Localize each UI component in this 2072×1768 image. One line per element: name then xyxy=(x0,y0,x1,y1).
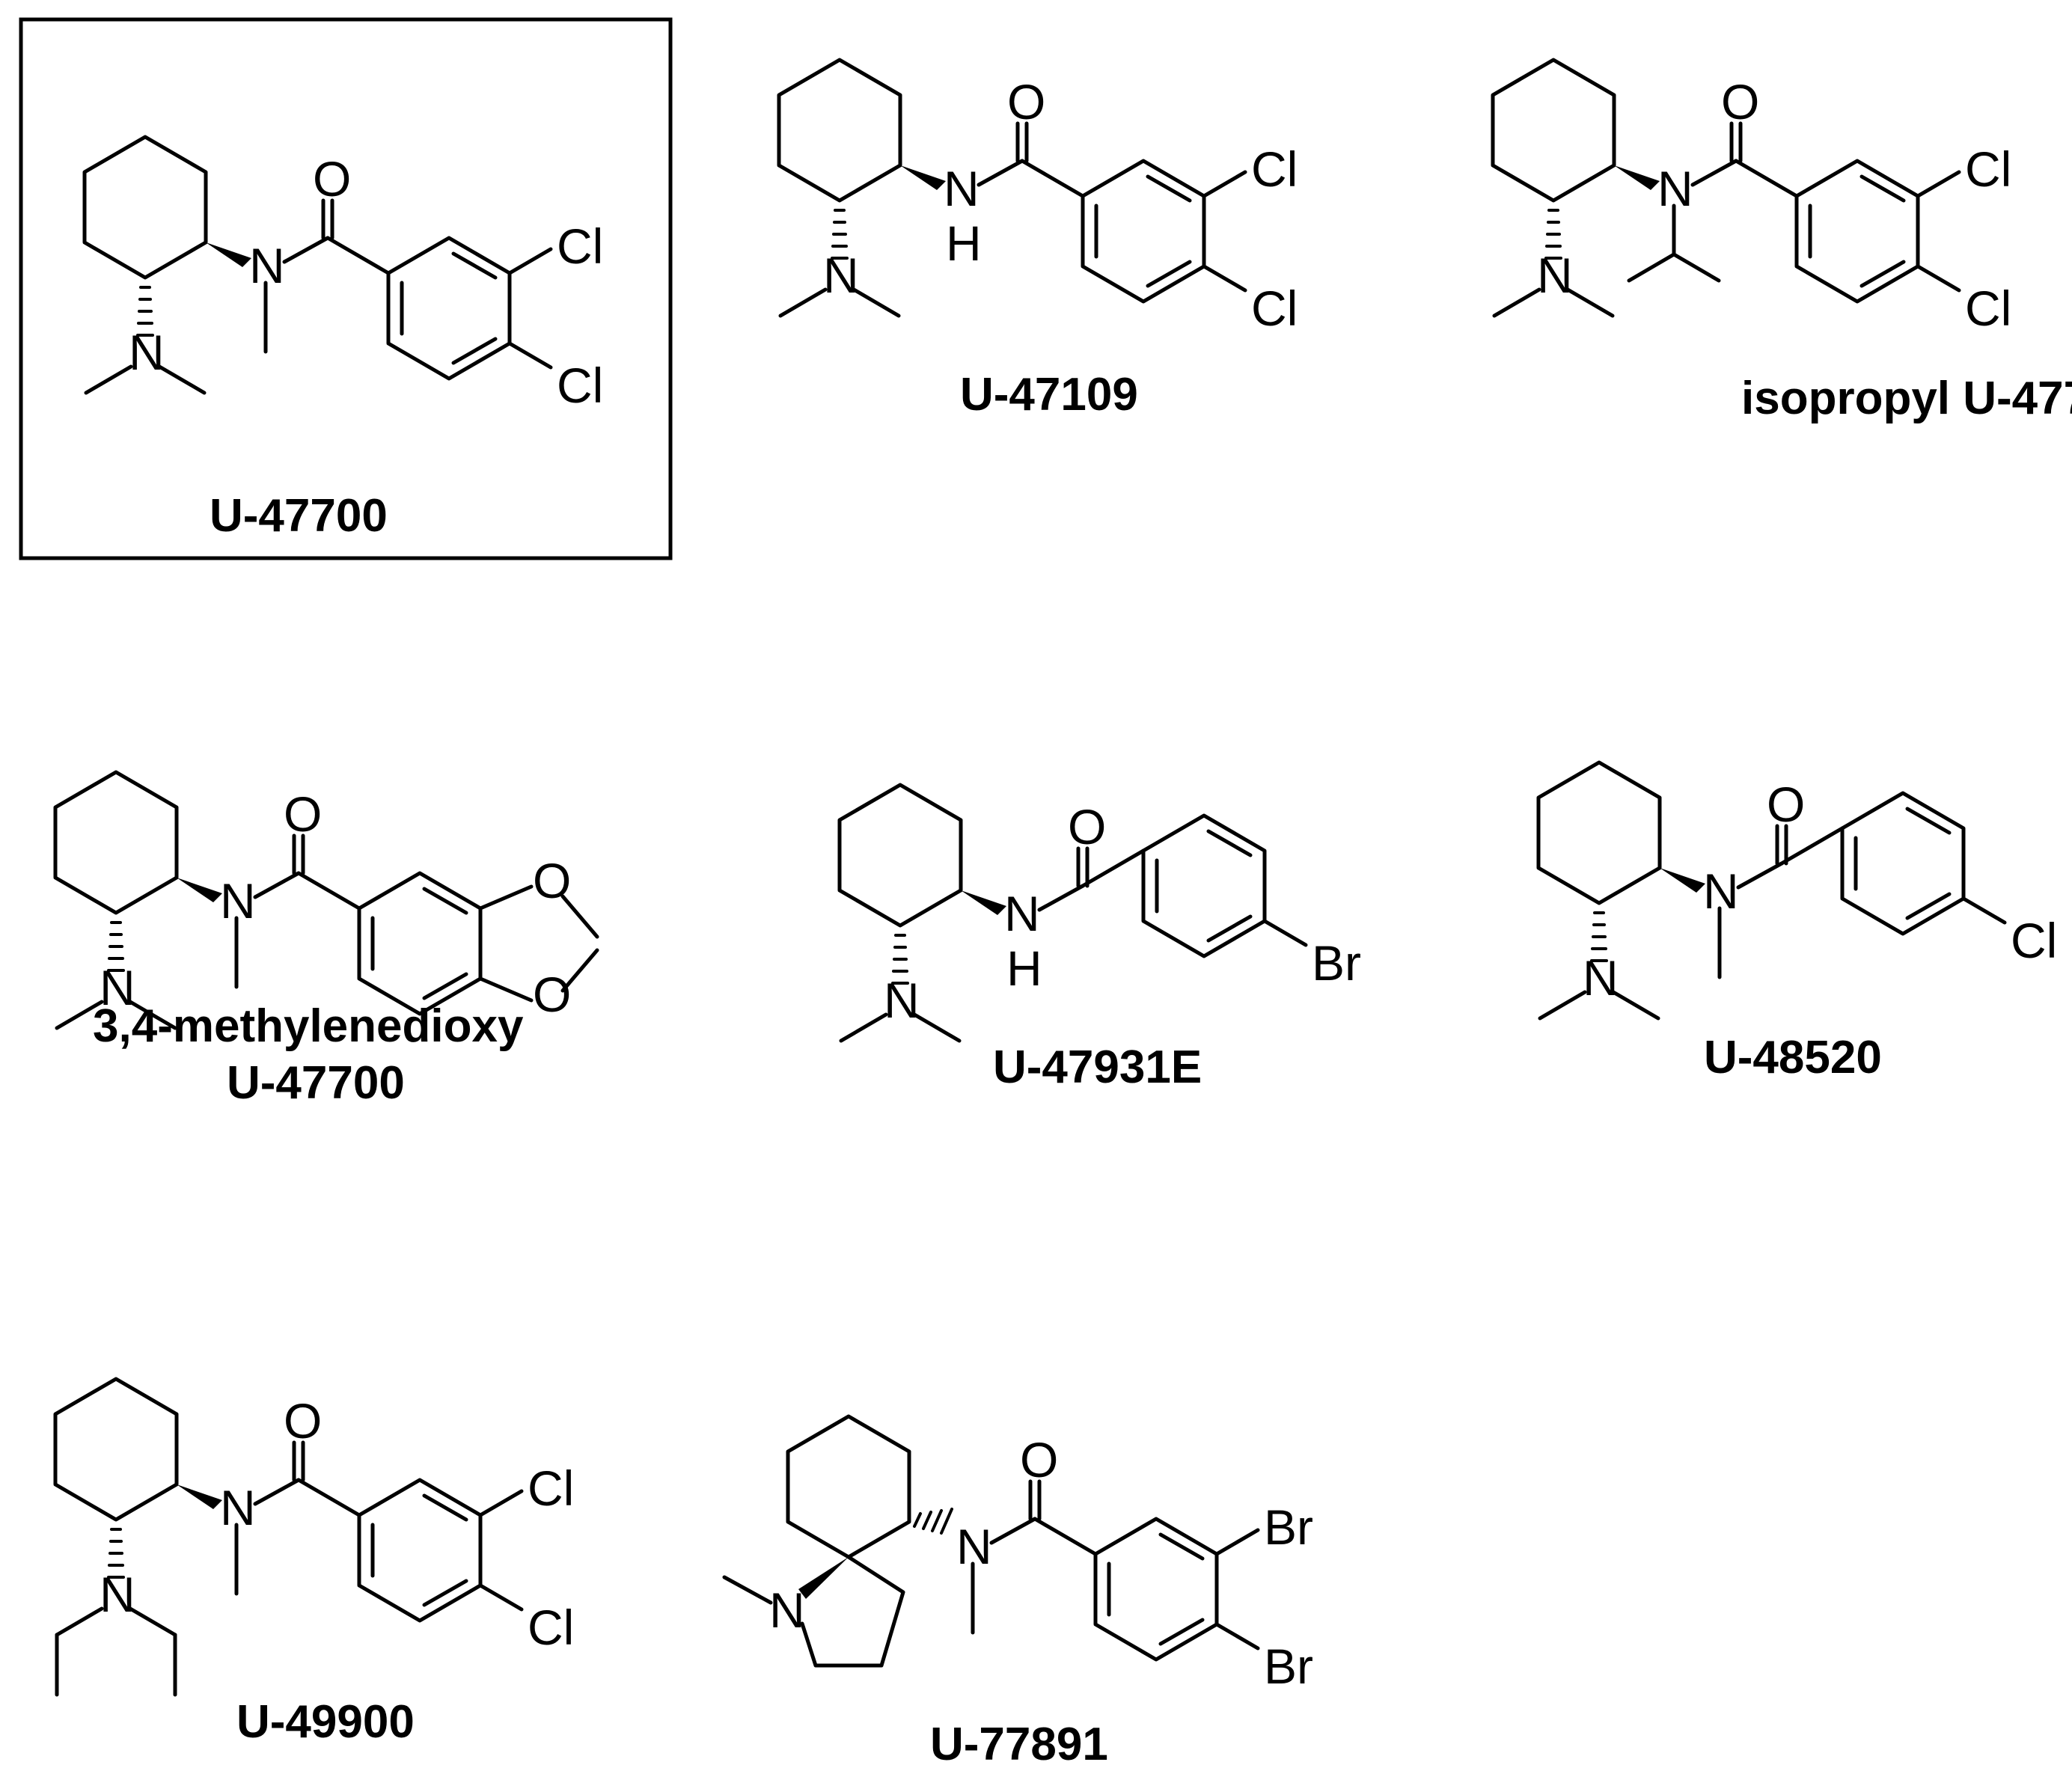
wedge-bond xyxy=(1660,868,1705,893)
oxygen-label: O xyxy=(1721,74,1759,129)
bromine-label: Br xyxy=(1264,1639,1313,1694)
amide-nitrogen-label: N xyxy=(249,238,285,293)
benzene-ring xyxy=(1141,813,1267,958)
hydrogen-label: H xyxy=(1006,940,1042,996)
compound-name-line-1: 3,4-methylenedioxy xyxy=(93,1000,524,1052)
chlorine-label: Cl xyxy=(1965,281,2011,336)
chlorine-label: Cl xyxy=(1965,141,2011,197)
cyclohexane-ring xyxy=(786,1414,911,1559)
amide-nitrogen-label: N xyxy=(220,873,256,929)
amine-nitrogen-label: N xyxy=(884,973,920,1028)
chlorine-label: Cl xyxy=(2011,913,2057,968)
chlorine-label: Cl xyxy=(1251,141,1298,197)
compound-name: U-49900 xyxy=(236,1696,415,1748)
compound-isopropyl-u-47700: O N N Cl Cl isopropyl U-47700 xyxy=(1491,58,2072,424)
cyclohexane-ring xyxy=(1491,58,1616,203)
bromine-label: Br xyxy=(1312,935,1361,991)
amine-nitrogen-label: N xyxy=(129,325,165,380)
hashed-bond xyxy=(107,1528,125,1579)
oxygen-label: O xyxy=(1007,74,1045,129)
chlorine-label: Cl xyxy=(1251,281,1298,336)
cyclohexane-ring xyxy=(53,1377,179,1522)
amide-nitrogen-label: N xyxy=(1657,161,1693,216)
compound-name-line-2: U-47700 xyxy=(227,1057,405,1109)
wedge-bond xyxy=(1614,165,1660,190)
benzene-ring xyxy=(1093,1517,1219,1662)
cyclohexane-ring xyxy=(837,783,963,928)
oxygen-label: O xyxy=(1020,1432,1058,1487)
amide-nitrogen-label: N xyxy=(956,1519,992,1574)
oxygen-label: O xyxy=(313,151,351,207)
hashed-bond xyxy=(136,286,154,337)
amine-nitrogen-label: N xyxy=(100,960,135,1015)
oxygen-label: O xyxy=(1068,799,1106,854)
benzene-ring xyxy=(386,236,512,381)
amide-nitrogen-label: N xyxy=(1703,863,1739,919)
pyrrolidine-nitrogen-label: N xyxy=(769,1582,805,1638)
bromine-label: Br xyxy=(1264,1499,1313,1555)
amine-nitrogen-label: N xyxy=(100,1567,135,1622)
hashed-bond xyxy=(1544,209,1562,260)
compound-u-47109: O N H N Cl Cl U-47109 xyxy=(777,58,1298,420)
compound-u-49900: O N N Cl Cl U-49900 xyxy=(53,1377,574,1748)
compound-name: U-77891 xyxy=(930,1719,1108,1768)
wedge-bond xyxy=(961,890,1006,915)
benzene-ring xyxy=(357,1478,483,1623)
oxygen-label: O xyxy=(533,967,571,1022)
wedge-bond xyxy=(206,242,251,267)
wedge-bond xyxy=(798,1557,849,1599)
highlight-frame xyxy=(19,17,673,560)
cyclohexane-ring xyxy=(1536,760,1662,905)
amine-nitrogen-label: N xyxy=(1583,950,1619,1006)
chlorine-label: Cl xyxy=(557,218,603,274)
oxygen-label: O xyxy=(533,853,571,908)
amide-nitrogen-label: N xyxy=(1004,886,1040,941)
compound-name: U-47931E xyxy=(993,1041,1202,1093)
compound-name: U-48520 xyxy=(1704,1032,1882,1083)
compound-name: U-47109 xyxy=(960,369,1138,420)
chlorine-label: Cl xyxy=(528,1600,574,1655)
compound-methylenedioxy-u-47700: O N N O O 3,4-methylenedioxy U-47700 xyxy=(53,770,599,1109)
hashed-bond xyxy=(107,921,125,972)
amide-nitrogen-label: N xyxy=(220,1480,256,1535)
oxygen-label: O xyxy=(284,1393,322,1449)
pyrrolidine-ring xyxy=(800,1555,905,1668)
hydrogen-label: H xyxy=(946,215,982,271)
hashed-bond xyxy=(891,934,909,985)
amine-nitrogen-label: N xyxy=(823,248,859,303)
benzene-ring xyxy=(357,871,483,1016)
wedge-bond xyxy=(900,165,946,190)
benzene-ring xyxy=(1794,159,1920,304)
oxygen-label: O xyxy=(284,786,322,842)
compound-u-47700: O N N Cl Cl U-47700 xyxy=(82,135,603,542)
oxygen-label: O xyxy=(1767,777,1805,832)
cyclohexane-ring xyxy=(53,770,179,915)
benzene-ring xyxy=(1081,159,1206,304)
wedge-bond xyxy=(177,878,222,902)
hashed-bond xyxy=(831,209,849,260)
compound-name: U-47700 xyxy=(210,490,388,542)
compound-name: isopropyl U-47700 xyxy=(1741,373,2072,424)
cyclohexane-ring xyxy=(777,58,902,203)
compound-u-77891: O N N Br Br U-77891 xyxy=(722,1414,1313,1768)
hashed-bond xyxy=(913,1508,953,1535)
compound-u-48520: O N N Cl U-48520 xyxy=(1536,760,2057,1083)
amide-nitrogen-label: N xyxy=(944,161,980,216)
benzene-ring xyxy=(1840,791,1966,936)
chlorine-label: Cl xyxy=(557,358,603,413)
amine-nitrogen-label: N xyxy=(1537,248,1573,303)
wedge-bond xyxy=(177,1484,222,1509)
cyclohexane-ring xyxy=(82,135,208,280)
compound-u-47931e: O N H N Br U-47931E xyxy=(837,783,1361,1093)
hashed-bond xyxy=(1590,911,1608,962)
chlorine-label: Cl xyxy=(528,1460,574,1516)
